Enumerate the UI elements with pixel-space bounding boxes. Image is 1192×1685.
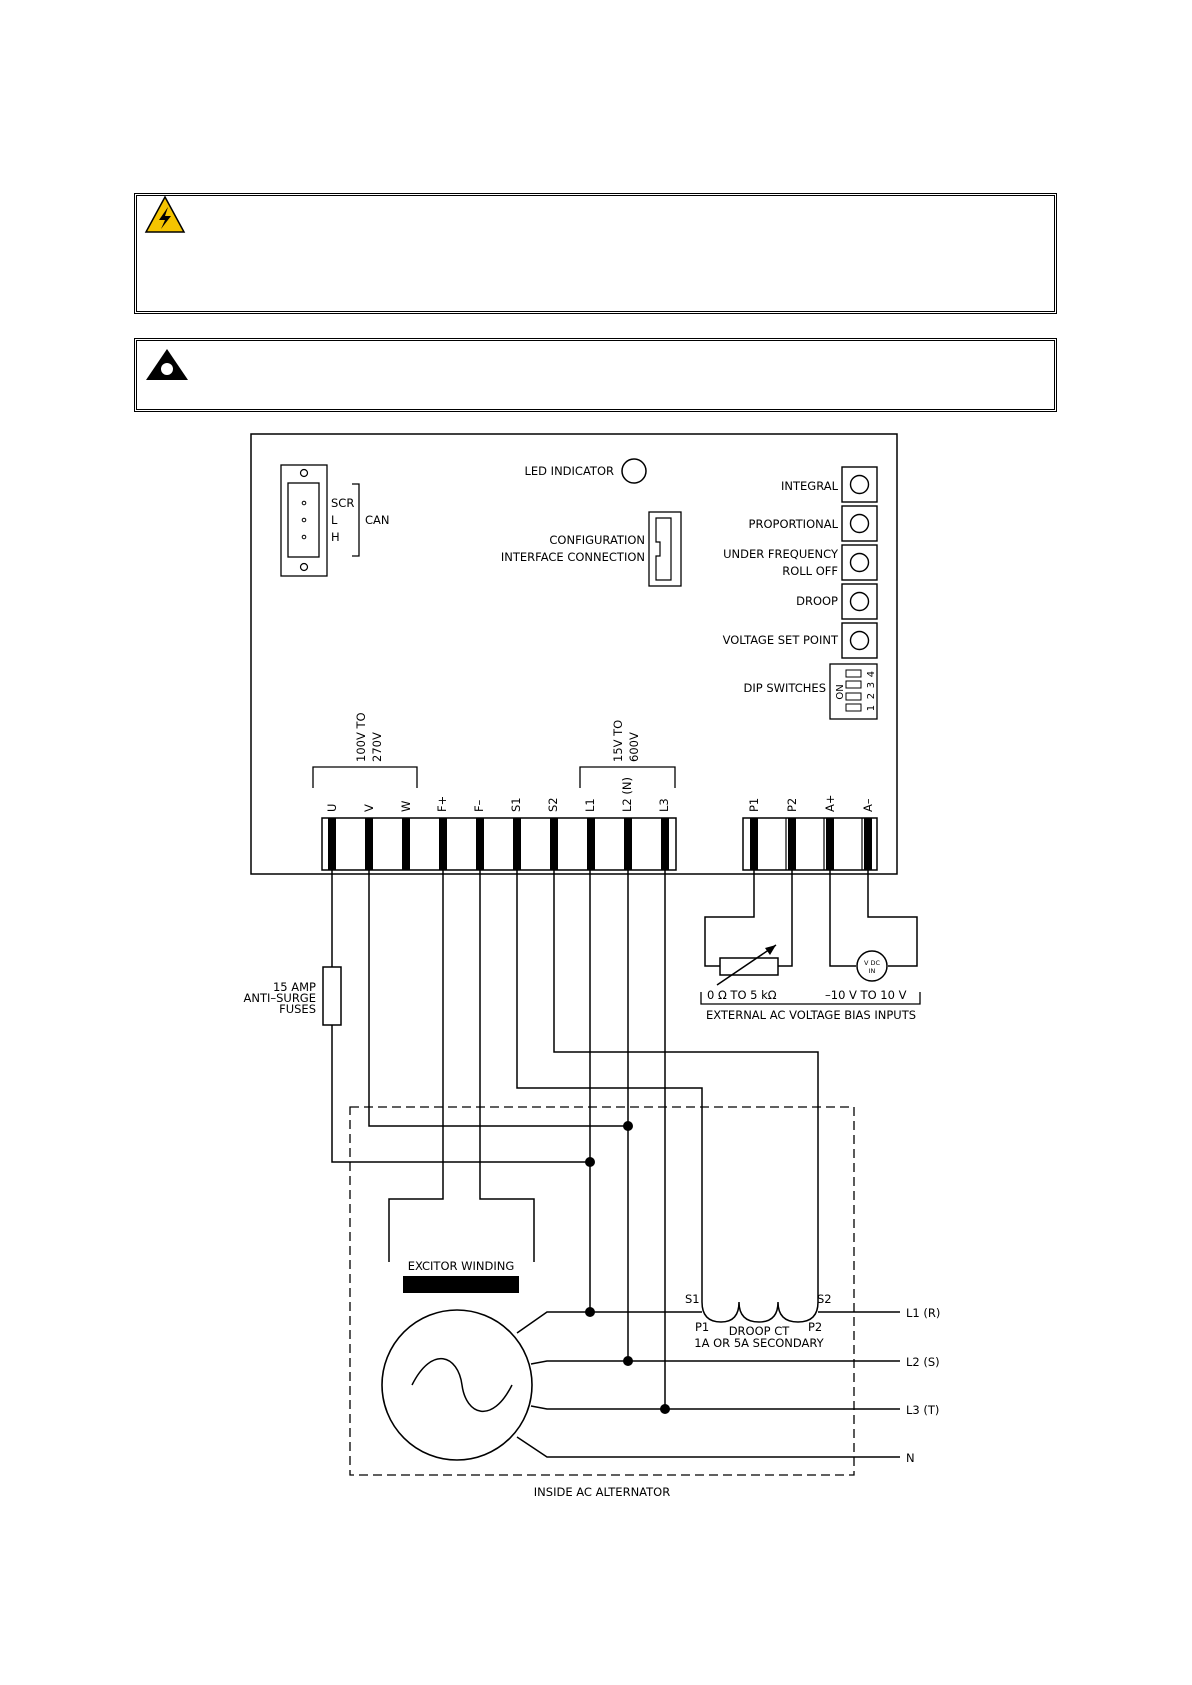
dip-switches-label: DIP SWITCHES [744, 681, 827, 695]
pot-proportional-label: PROPORTIONAL [749, 517, 839, 531]
sense-range-line1: 15V TO [611, 720, 625, 762]
ac-sine-icon [411, 1357, 513, 1413]
can-pin-scr-label: SCR [331, 496, 354, 510]
terminal-p1-label: P1 [747, 798, 761, 812]
main-wiring [331, 870, 819, 1409]
pot-integral [841, 466, 878, 503]
terminal-l2-label: L2 (N) [620, 777, 634, 812]
pot-droop-label: DROOP [796, 594, 838, 608]
output-lines [516, 1311, 900, 1458]
can-group-label: CAN [365, 513, 390, 527]
ct-s2-label: S2 [817, 1292, 832, 1306]
ct-rating-label: 1A OR 5A SECONDARY [694, 1336, 824, 1350]
terminal-a-plus-label: A+ [823, 794, 837, 812]
pot-roll-off-label: ROLL OFF [782, 564, 838, 578]
terminal-v-label: V [362, 804, 376, 812]
bias-inputs-title: EXTERNAL AC VOLTAGE BIAS INPUTS [706, 1008, 916, 1022]
pot-integral-label: INTEGRAL [781, 479, 839, 493]
dc-input-meter-line1: V DC [864, 959, 881, 967]
junction-dots [585, 1121, 670, 1414]
ct-p1-label: P1 [695, 1320, 709, 1334]
main-terminal-block [321, 817, 677, 871]
can-pin-l-label: L [331, 513, 338, 527]
fuse-label-line3: FUSES [279, 1002, 316, 1016]
avr-board [250, 433, 898, 875]
led-indicator-label: LED INDICATOR [525, 464, 615, 478]
dip-switch-block [829, 663, 878, 720]
pot-under-frequency-label: UNDER FREQUENCY [723, 547, 839, 561]
anti-surge-fuse [322, 966, 342, 1026]
terminal-u-label: U [325, 804, 339, 812]
dc-input-meter-line2: IN [869, 967, 876, 975]
dip-number-3: 3 [866, 682, 877, 688]
terminal-a-minus-label: A– [861, 798, 875, 812]
bias-wiring [704, 870, 918, 967]
line-l3-label: L3 (T) [906, 1403, 939, 1417]
line-l2-label: L2 (S) [906, 1355, 940, 1369]
terminal-s2-label: S2 [546, 797, 560, 812]
dc-voltage-input [856, 950, 888, 982]
caution-triangle-icon [146, 349, 188, 380]
pot-under-frequency-roll-off [841, 544, 878, 581]
config-interface-connector [648, 511, 682, 587]
terminal-f-minus-label: F– [472, 799, 486, 812]
bias-inputs-bracket [700, 992, 921, 1005]
config-label-line2: INTERFACE CONNECTION [501, 550, 645, 564]
bias-potentiometer [716, 944, 779, 986]
pot-voltage-set-point [841, 622, 878, 659]
pot-droop [841, 583, 878, 620]
excitor-winding [403, 1276, 519, 1293]
ct-p2-label: P2 [808, 1320, 822, 1334]
supply-range-line2: 270V [370, 732, 384, 762]
terminal-p2-label: P2 [785, 798, 799, 812]
alternator-enclosure [349, 1106, 855, 1476]
fuse-label-line2: ANTI–SURGE [243, 991, 316, 1005]
line-n-label: N [906, 1451, 915, 1465]
dip-on-label: ON [835, 684, 846, 699]
dip-number-4: 4 [866, 671, 877, 677]
excitor-winding-label: EXCITOR WINDING [408, 1259, 515, 1273]
pot-proportional [841, 505, 878, 542]
sense-range-line2: 600V [627, 732, 641, 762]
bias-terminal-block [742, 817, 878, 871]
warning-box [134, 193, 1057, 314]
supply-range-line1: 100V TO [354, 712, 368, 762]
droop-ct-coil [701, 1301, 819, 1323]
terminal-f-plus-label: F+ [435, 796, 449, 812]
ct-s1-label: S1 [685, 1292, 700, 1306]
config-label-line1: CONFIGURATION [549, 533, 645, 547]
alternator-footer-label: INSIDE AC ALTERNATOR [534, 1485, 670, 1499]
can-pin-h-label: H [331, 530, 340, 544]
droop-ct-label: DROOP CT [729, 1324, 791, 1338]
supply-range-bracket [312, 766, 418, 788]
voltage-range-label: –10 V TO 10 V [825, 988, 907, 1002]
dip-number-1: 1 [866, 705, 877, 711]
sense-range-bracket [579, 766, 676, 788]
line-l1-label: L1 (R) [906, 1306, 940, 1320]
terminal-l3-label: L3 [657, 798, 671, 812]
fuse-label-line1: 15 AMP [273, 980, 316, 994]
caution-box [134, 338, 1057, 412]
terminal-l1-label: L1 [583, 798, 597, 812]
pot-voltage-set-point-label: VOLTAGE SET POINT [723, 633, 839, 647]
terminal-s1-label: S1 [509, 797, 523, 812]
high-voltage-warning-icon [144, 195, 186, 233]
led-indicator [621, 458, 647, 484]
dip-number-2: 2 [866, 693, 877, 699]
pot-range-label: 0 Ω TO 5 kΩ [707, 988, 777, 1002]
terminal-w-label: W [399, 801, 413, 812]
generator-symbol [381, 1309, 533, 1461]
can-connector [280, 464, 360, 577]
